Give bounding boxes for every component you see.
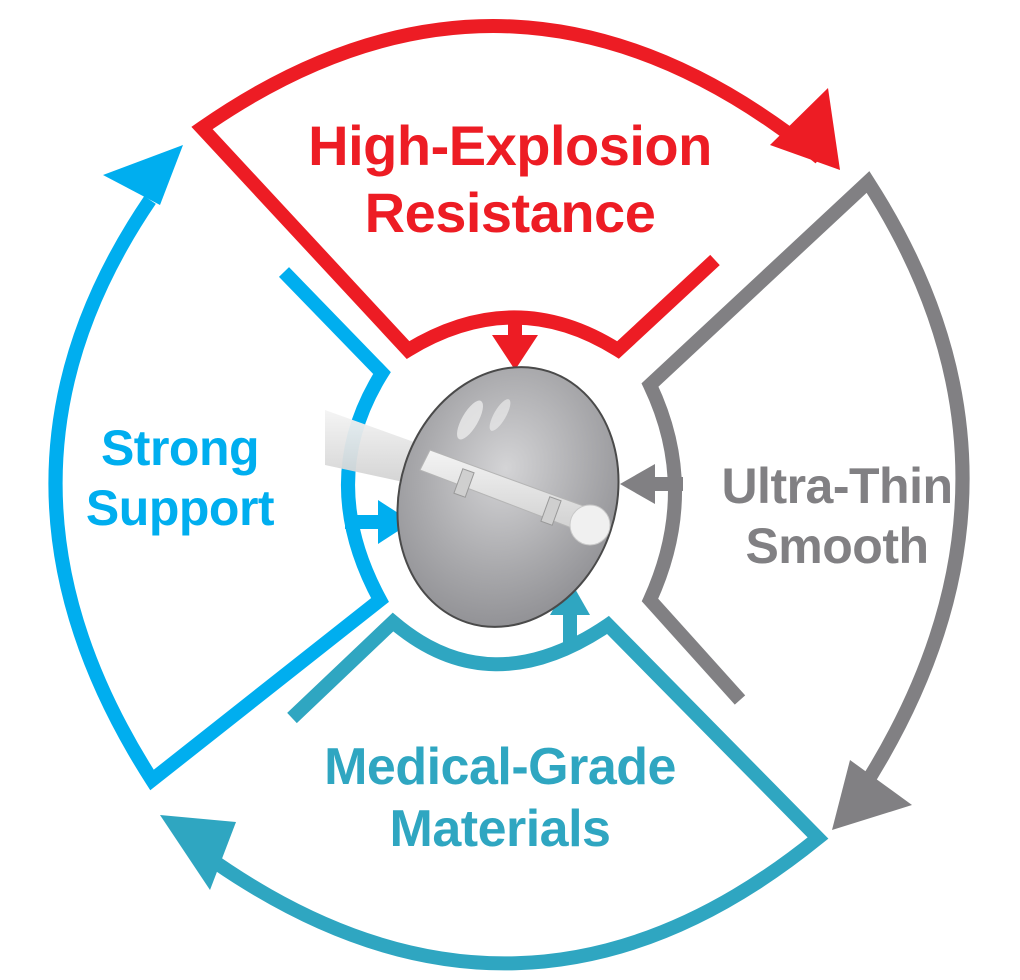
top-inward-arrowhead-icon: [492, 335, 538, 370]
bottom-segment-outline: [200, 612, 829, 971]
balloon-highlight-2: [489, 399, 511, 431]
label-strong-support: Strong Support: [60, 418, 300, 538]
label-top-line2: Resistance: [364, 181, 656, 245]
label-medical-grade-materials: Medical-Grade Materials: [270, 736, 730, 861]
right-segment-outline: [641, 171, 970, 794]
label-right-line1: Ultra-Thin: [721, 458, 953, 514]
right-cycle-arrowhead-icon: [832, 760, 912, 830]
label-left-line1: Strong: [100, 420, 260, 476]
left-inward-arrowhead-icon: [378, 500, 412, 544]
segment-right-ultra-thin: [620, 171, 970, 830]
top-cycle-arrowhead-icon: [770, 88, 840, 170]
balloon-catheter-image: [325, 366, 620, 628]
balloon-highlight: [457, 400, 483, 440]
catheter-tip: [569, 504, 611, 546]
marker-band-1: [453, 468, 475, 498]
segment-bottom-medical-grade: [160, 580, 829, 971]
label-right-line2: Smooth: [745, 518, 929, 574]
marker-band-2: [540, 496, 562, 526]
label-high-explosion-resistance: High-Explosion Resistance: [280, 112, 740, 246]
label-left-line2: Support: [85, 480, 275, 536]
segment-top-high-explosion: [191, 19, 840, 370]
label-bottom-line1: Medical-Grade: [324, 738, 676, 796]
label-bottom-line2: Materials: [389, 800, 611, 859]
left-cycle-arrowhead-icon: [103, 145, 183, 205]
bottom-inward-arrowhead-icon: [550, 580, 590, 615]
bottom-cycle-arrowhead-icon: [160, 815, 236, 890]
right-inward-arrowhead-icon: [620, 464, 655, 504]
label-ultra-thin-smooth: Ultra-Thin Smooth: [692, 456, 982, 576]
label-top-line1: High-Explosion: [308, 114, 712, 177]
top-segment-outline: [191, 19, 825, 359]
